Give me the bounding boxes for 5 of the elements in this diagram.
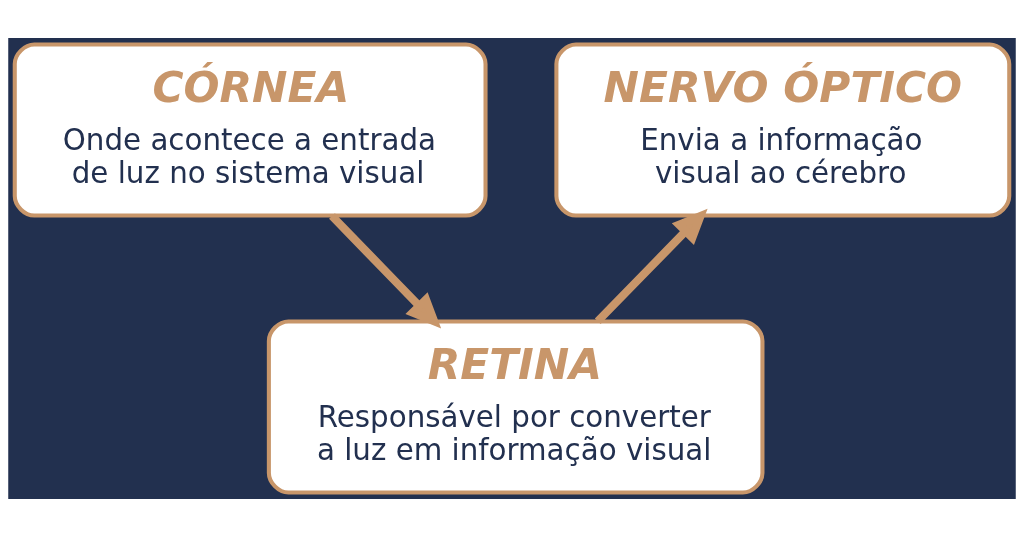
arrow	[329, 212, 442, 329]
node-box: CÓRNEA Onde acontece a entrada de luz no sistema visual	[12, 42, 488, 218]
node-box: NERVO ÓPTICO Envia a informação visual ao cérebro	[554, 42, 1012, 218]
node-box: RETINA Responsável por converter a luz em informação visual	[266, 318, 765, 494]
arrow	[594, 208, 708, 324]
